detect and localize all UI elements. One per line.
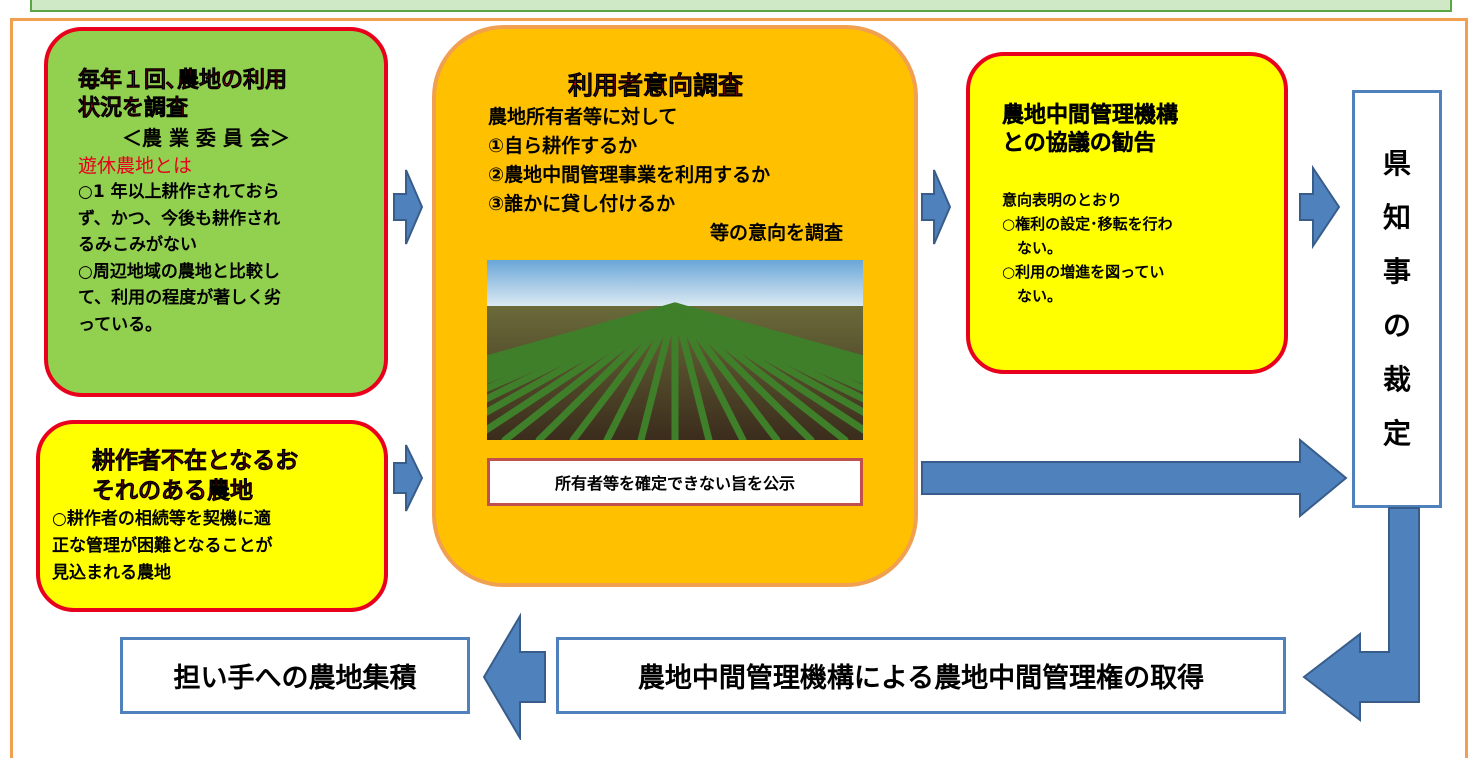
absent-description-line: 正な管理が困難となることが [52,536,273,556]
committee-label: ＜農 業 委 員 会＞ [122,126,290,150]
recommendation-line: ○利用の増進を図ってい [1002,263,1165,281]
governor-char: 事 [1382,255,1411,288]
outer-frame [10,18,1468,758]
governor-char: 知 [1382,201,1411,234]
governor-char: 定 [1382,417,1411,450]
management-right-acquisition-box: 農地中間管理機構による農地中間管理権の取得 [556,637,1286,714]
recommendation-line: ○権利の設定･移転を行わ [1002,215,1173,233]
recommendation-title-line-1: 農地中間管理機構 [1002,103,1179,128]
recommendation-subtitle: 意向表明のとおり [1002,191,1123,209]
governor-char: の [1382,309,1411,342]
farm-field-photo [487,260,863,440]
intent-option: ①自ら耕作するか [488,135,638,157]
arrow-right-3 [921,169,952,245]
definition-line: ○1 年以上耕作されておら [78,182,280,202]
recommendation-line: ない。 [1002,287,1063,305]
governor-char: 裁 [1382,363,1411,396]
absent-title-line-1: 耕作者不在となるお [92,448,299,475]
arrow-down-left [1302,507,1420,723]
absent-description-line: 見込まれる農地 [52,563,171,583]
intent-option: ②農地中間管理事業を利用するか [488,164,771,186]
farmland-consolidation-box: 担い手への農地集積 [120,637,470,714]
arrow-right-1 [393,169,424,245]
absent-description-line: ○耕作者の相続等を契機に適 [52,509,271,529]
arrow-left [482,612,546,740]
intent-intro: 農地所有者等に対して [488,106,678,128]
arrow-right-2 [393,444,424,512]
intent-closing: 等の意向を調査 [710,222,844,244]
recommendation-title-line-2: との協議の勧告 [1002,131,1156,156]
definition-line: て、利用の程度が著しく劣 [78,288,282,308]
intent-option: ③誰かに貸し付けるか [488,193,676,215]
consultation-recommendation-box: 農地中間管理機構 との協議の勧告 意向表明のとおり ○権利の設定･移転を行わ な… [966,52,1288,374]
definition-line: ず、かつ、今後も耕作され [78,208,281,229]
top-banner-strip [30,0,1452,12]
governor-char: 県 [1382,147,1411,180]
intent-survey-title: 利用者意向調査 [568,71,744,101]
definition-line: ○周辺地域の農地と比較し [78,261,280,282]
definition-line: っている。 [78,314,163,335]
survey-title-line-1: 毎年１回､農地の利用 [78,68,288,94]
idle-farmland-definition-label: 遊休農地とは [78,155,193,177]
public-notice-label: 所有者等を確定できない旨を公示 [487,458,863,506]
arrow-long-right [921,437,1348,519]
arrow-right-4 [1299,164,1341,250]
absent-farmer-land-box: 耕作者不在となるお それのある農地 ○耕作者の相続等を契機に適 正な管理が困難と… [36,420,388,612]
definition-line: るみこみがない [78,235,197,255]
absent-title-line-2: それのある農地 [92,478,254,505]
survey-title-line-2: 状況を調査 [78,96,189,122]
governor-ruling-box: 県 知 事 の 裁 定 [1352,90,1442,508]
farmland-survey-box: 毎年１回､農地の利用 状況を調査 ＜農 業 委 員 会＞ 遊休農地とは ○1 年… [44,27,388,397]
recommendation-line: ない。 [1002,239,1063,257]
